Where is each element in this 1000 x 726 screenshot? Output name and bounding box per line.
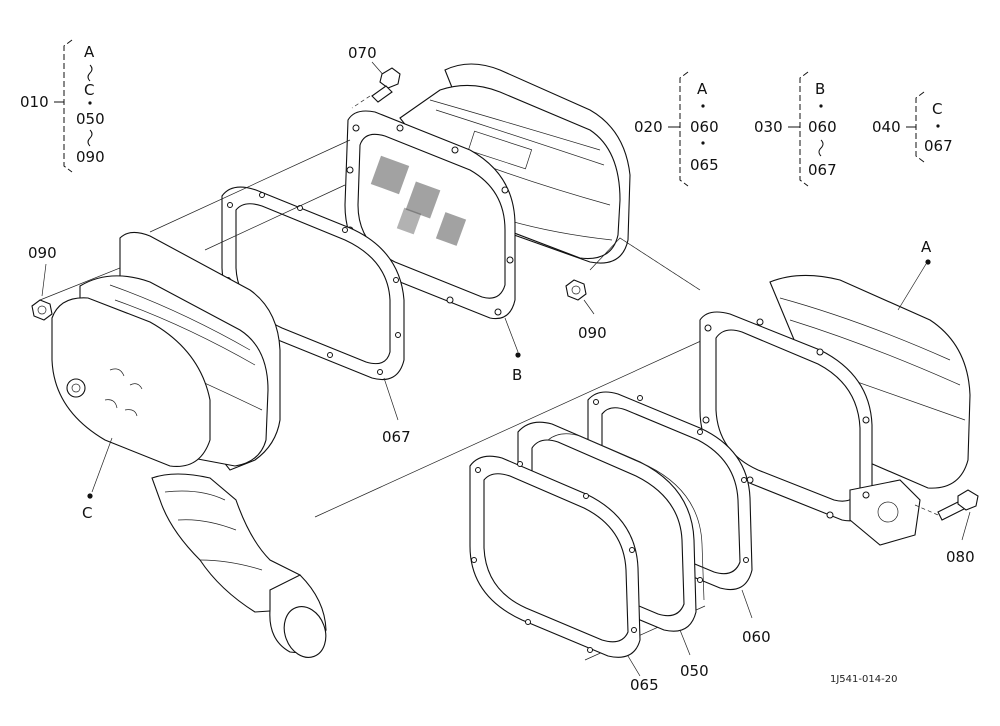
group-030-item-5: 067 <box>808 161 837 179</box>
drawing-number: 1J541-014-20 <box>830 674 897 685</box>
nut-090-left: 090 <box>28 244 57 321</box>
callout-090-mid: 090 <box>578 324 607 342</box>
callout-090-left: 090 <box>28 244 57 262</box>
callout-070: 070 <box>348 44 377 62</box>
group-020: 020 A 060 065 <box>634 71 719 187</box>
assembly-b-letter: B <box>512 366 522 384</box>
group-040-item-1: C <box>932 100 942 118</box>
bolt-080: 080 <box>914 489 979 566</box>
assembly-c-letter: C <box>82 504 92 522</box>
group-010: 010 A C 050 090 <box>20 39 105 173</box>
callout-010: 010 <box>20 93 49 111</box>
group-040-item-3: 067 <box>924 137 953 155</box>
assembly-a-letter: A <box>921 238 932 256</box>
group-010-item-5: 050 <box>76 110 105 128</box>
callout-065: 065 <box>630 676 659 694</box>
callout-060: 060 <box>742 628 771 646</box>
callout-050: 050 <box>680 662 709 680</box>
nut-090-mid: 090 <box>565 237 701 342</box>
group-010-item-1: A <box>84 43 95 61</box>
group-010-item-3: C <box>84 81 94 99</box>
callout-040: 040 <box>872 118 901 136</box>
callout-067: 067 <box>382 428 411 446</box>
bolt-070: 070 <box>348 44 401 109</box>
group-020-item-5: 065 <box>690 156 719 174</box>
group-030-item-3: 060 <box>808 118 837 136</box>
callout-080: 080 <box>946 548 975 566</box>
callout-030: 030 <box>754 118 783 136</box>
assembly-c-muffler: C <box>51 231 327 658</box>
group-010-item-7: 090 <box>76 148 105 166</box>
gasket-065: 065 <box>469 455 659 694</box>
callout-020: 020 <box>634 118 663 136</box>
group-040: 040 C 067 <box>872 91 953 163</box>
group-020-item-1: A <box>697 80 708 98</box>
group-030-item-1: B <box>815 80 825 98</box>
group-020-item-3: 060 <box>690 118 719 136</box>
group-030: 030 B 060 067 <box>754 71 837 187</box>
